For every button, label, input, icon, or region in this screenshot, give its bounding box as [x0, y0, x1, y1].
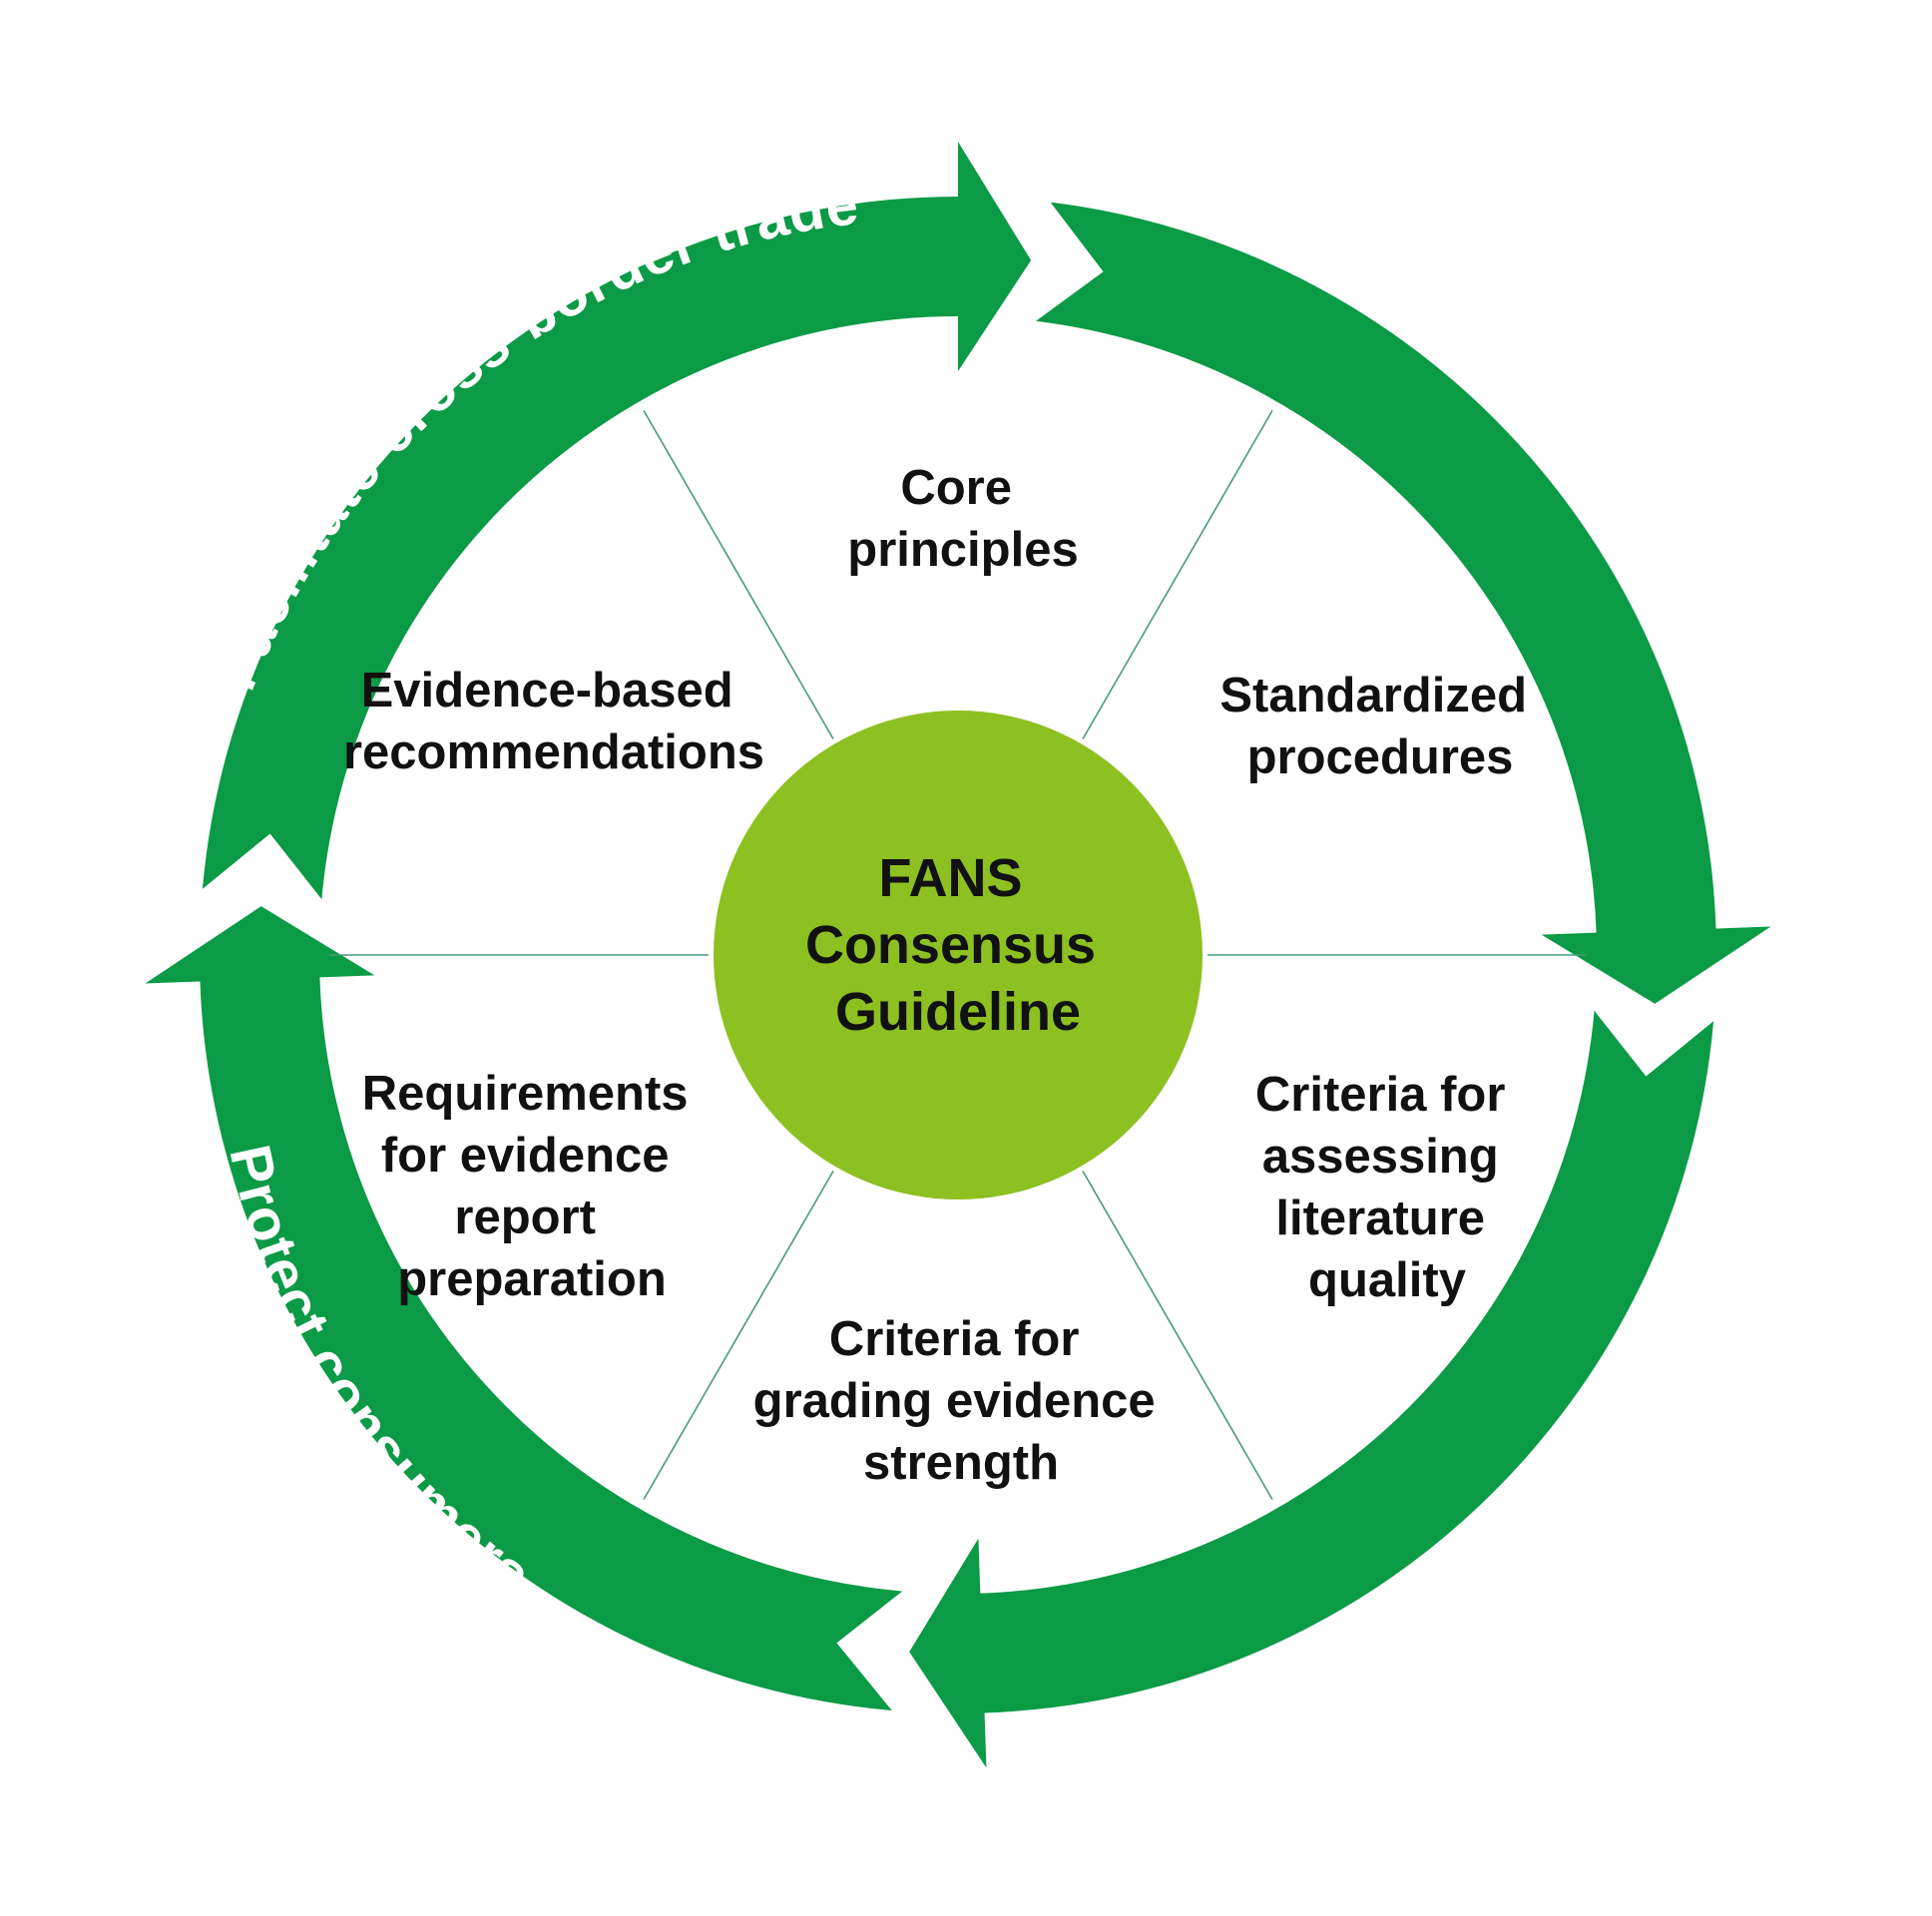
ring-arrow-1 [202, 142, 1032, 900]
segment-line: preparation [397, 1252, 667, 1306]
segment-line: principles [847, 523, 1078, 577]
center-title: FANS Consensus Guideline [805, 848, 1111, 1042]
segment-core-principles: Core principles [847, 461, 1078, 577]
segment-line: Standardized [1219, 669, 1527, 722]
segment-evidence-based-recommendations: Evidence-based recommendations [343, 664, 764, 779]
segment-line: Criteria for [1255, 1068, 1506, 1122]
segment-line: quality [1308, 1253, 1466, 1307]
center-line-2: Consensus [805, 915, 1096, 975]
segment-line: strength [863, 1436, 1059, 1490]
segment-criteria-literature-quality: Criteria for assessing literature qualit… [1255, 1068, 1519, 1307]
center-line-3: Guideline [835, 982, 1081, 1042]
segment-line: Evidence-based [361, 664, 733, 718]
segment-line: Criteria for [829, 1312, 1080, 1366]
segment-criteria-evidence-strength: Criteria for grading evidence strength [753, 1312, 1170, 1490]
center-circle [714, 711, 1203, 1199]
segment-line: grading evidence [753, 1374, 1156, 1428]
segment-line: for evidence [381, 1129, 670, 1183]
segment-line: report [454, 1191, 596, 1244]
divider-line-3 [1082, 1171, 1273, 1500]
cycle-ring [145, 142, 1771, 1768]
ring-arrow-3 [909, 1010, 1714, 1768]
segment-line: procedures [1247, 730, 1514, 784]
segment-standardized-procedures: Standardized procedures [1219, 669, 1540, 784]
divider-line-1 [1082, 410, 1273, 739]
segment-requirements-evidence-report: Requirements for evidence report prepara… [362, 1067, 702, 1306]
segment-line: recommendations [343, 725, 764, 779]
segment-line: literature [1275, 1192, 1485, 1245]
segment-dividers [329, 410, 1587, 1500]
segment-line: Requirements [362, 1067, 689, 1121]
divider-line-4 [643, 1171, 834, 1500]
divider-line-6 [643, 410, 834, 739]
segment-line: Core [900, 461, 1012, 515]
ring-arrow-2 [1035, 202, 1771, 1004]
segment-line: assessing [1262, 1130, 1499, 1184]
center-line-1: FANS [878, 848, 1022, 908]
ring-arrow-4 [145, 906, 903, 1711]
